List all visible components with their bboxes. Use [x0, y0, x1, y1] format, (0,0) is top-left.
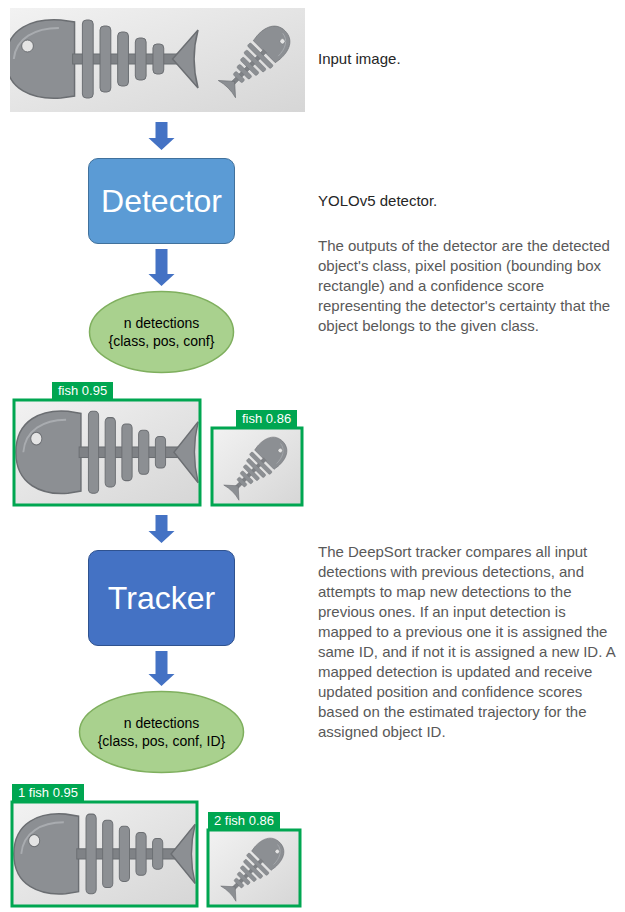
description-text: The DeepSort tracker compares all input … [318, 542, 618, 742]
process-box: Tracker [88, 550, 235, 646]
detection-tag: fish 0.86 [236, 410, 297, 428]
ellipse-fields: {class, pos, conf} [109, 332, 215, 350]
box-title: Detector [101, 182, 222, 220]
side-caption: Input image. [318, 50, 401, 67]
fish-large [14, 814, 195, 894]
photo-ground [12, 802, 197, 906]
bounding-box [12, 802, 197, 906]
description-text: The outputs of the detector are the dete… [318, 236, 618, 336]
flow-arrow [149, 249, 175, 286]
bounding-box [14, 400, 200, 505]
data-ellipse: n detections{class, pos, conf} [88, 290, 235, 374]
detection-crop [14, 400, 200, 505]
ellipse-heading: n detections [124, 314, 200, 332]
ellipse-fields: {class, pos, conf, ID} [98, 732, 226, 750]
detection-crop [212, 428, 302, 505]
photo-ground [208, 830, 300, 906]
flow-arrow [149, 651, 175, 686]
flow-arrow [149, 515, 175, 543]
box-title: Tracker [108, 579, 215, 617]
ellipse-outline [78, 690, 245, 774]
tracked-crop [208, 830, 300, 906]
bounding-box [208, 830, 300, 906]
track-tag: 1 fish 0.95 [12, 784, 84, 802]
tracked-crop [12, 802, 197, 906]
ellipse-shape [90, 292, 234, 373]
track-tag: 2 fish 0.86 [208, 812, 280, 830]
ellipse-heading: n detections [124, 714, 200, 732]
side-caption: YOLOv5 detector. [318, 192, 437, 209]
photo-ground [212, 428, 302, 505]
input-photo [10, 8, 305, 112]
process-box: Detector [88, 158, 235, 244]
flow-arrow [149, 122, 175, 150]
data-ellipse: n detections{class, pos, conf, ID} [78, 690, 245, 774]
fish-small [218, 832, 290, 904]
ellipse-outline [88, 290, 235, 374]
ellipse-shape [79, 692, 243, 773]
fish-large [16, 411, 198, 493]
fish-small [221, 431, 293, 503]
fish-small [215, 19, 297, 101]
fish-large [10, 20, 198, 98]
photo-ground [14, 400, 200, 505]
bounding-box [212, 428, 302, 505]
detection-tag: fish 0.95 [52, 382, 113, 400]
